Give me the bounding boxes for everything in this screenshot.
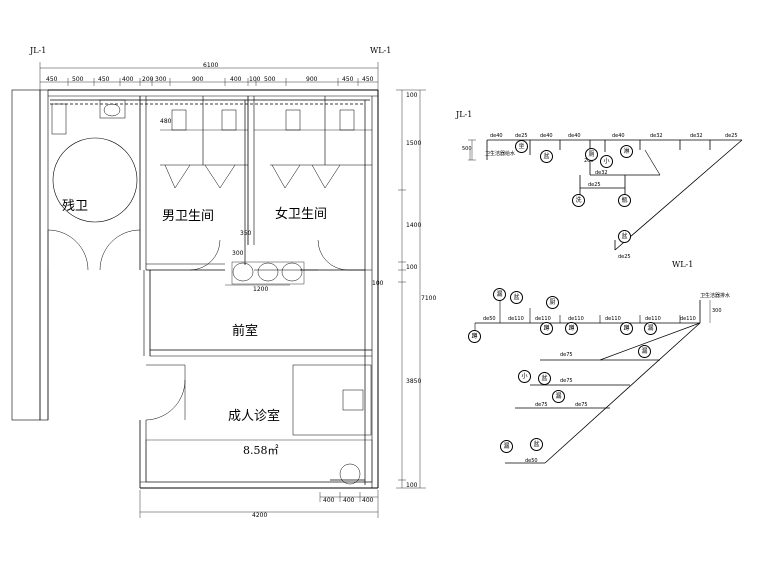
axo-wl-note: 卫生洁器排水 — [700, 293, 731, 299]
axo-jl-pipe-8: de25 — [725, 133, 738, 139]
dim-bottom-1: 400 — [323, 497, 335, 504]
axo-jl-dim-500: 500 — [462, 146, 472, 152]
axo-jl-pipe-1: de40 — [490, 133, 503, 139]
dim-total-bottom: 4200 — [252, 512, 268, 519]
room-disabled-wc: 残卫 — [62, 199, 89, 214]
axo-wl-pipe-9: de75 — [560, 378, 573, 384]
axo-wl-fixture-8: 漏 — [644, 322, 657, 335]
dim-bottom-3: 400 — [362, 497, 374, 504]
axo-jl-pipe-9: de32 — [595, 170, 608, 176]
dim-top-3: 450 — [98, 76, 110, 83]
room-mens-wc: 男卫生间 — [162, 209, 215, 224]
axo-wl-fixture-4: 蹲 — [468, 330, 481, 343]
dim-top-7: 900 — [192, 76, 204, 83]
dim-right-small-3: 100 — [406, 482, 418, 489]
plan-tag-jl: JL-1 — [30, 46, 47, 55]
plan-pipes — [50, 99, 370, 485]
axo-wl-fixture-5: 蹲 — [540, 322, 553, 335]
axo-wl-fixture-7: 蹲 — [620, 322, 633, 335]
axo-jl-pipe-7: de32 — [690, 133, 703, 139]
dim-right-5: 3850 — [406, 378, 422, 385]
axo-wl-fixture-9: 漏 — [638, 345, 651, 358]
axo-wl-fixture-13: 漏 — [500, 440, 513, 453]
dim-right-1: 1500 — [406, 140, 422, 147]
room-anteroom: 前室 — [232, 324, 259, 339]
axo-wl-pipe-4: de110 — [568, 316, 584, 322]
dim-right-3: 100 — [406, 264, 418, 271]
axo-wl-fixture-3: 厨 — [546, 296, 559, 309]
dim-right-small-2: 100 — [372, 280, 384, 287]
axo-jl-pipe-10: de25 — [588, 182, 601, 188]
axo-wl-pipe-1: de50 — [483, 316, 496, 322]
dim-480: 480 — [160, 118, 172, 125]
axo-wl-pipe-2: de110 — [508, 316, 524, 322]
dim-total-top: 6100 — [203, 62, 219, 69]
plan-dim-right — [396, 89, 426, 489]
dim-top-8: 400 — [230, 76, 242, 83]
dim-bottom-2: 400 — [343, 497, 355, 504]
axo-wl-fixture-10: 小 — [518, 370, 531, 383]
axo-wl-pipe-12: de50 — [525, 458, 538, 464]
axo-jl-pipe-6: de32 — [650, 133, 663, 139]
axo-wl-pipe-7: de110 — [680, 316, 696, 322]
axo-jl-dim-200: 200 — [584, 158, 594, 164]
axo-jl-fixture-1: 坐 — [515, 140, 528, 153]
axo-wl-pipe-8: de75 — [560, 352, 573, 358]
axo-jl-fixture-2: 盆 — [540, 150, 553, 163]
axo-wl-fixture-12: 漏 — [552, 390, 565, 403]
dim-top-1: 450 — [46, 76, 58, 83]
dim-top-12: 450 — [342, 76, 354, 83]
dim-top-13: 450 — [362, 76, 374, 83]
axo-wl-pipe-5: de110 — [605, 316, 621, 322]
axo-wl-fixture-11: 盆 — [538, 372, 551, 385]
dim-top-2: 500 — [72, 76, 84, 83]
axo-jl-lines — [468, 139, 743, 251]
room-area: 8.58㎡ — [243, 444, 279, 457]
plan-dim-bottom — [139, 284, 379, 518]
axo-wl-fixture-1: 漏 — [493, 288, 506, 301]
plan-tag-wl: WL-1 — [370, 46, 392, 55]
dim-300: 300 — [232, 250, 244, 257]
axo-jl-fixture-3: 厕 — [585, 148, 598, 161]
dim-top-11: 900 — [306, 76, 318, 83]
axo-jl-pipe-5: de40 — [612, 133, 625, 139]
room-adult-clinic: 成人诊室 — [228, 409, 281, 424]
dim-right-small-1: 100 — [406, 92, 418, 99]
axo-jl-tag: JL-1 — [456, 110, 473, 119]
dim-top-9: 100 — [249, 76, 261, 83]
axo-wl-fixture-14: 盆 — [530, 438, 543, 451]
dim-top-6: 300 — [155, 76, 167, 83]
axo-jl-fixture-8: 盆 — [618, 230, 631, 243]
axo-wl-lines — [474, 300, 711, 464]
axo-wl-pipe-10: de75 — [535, 402, 548, 408]
axo-jl-pipe-2: de25 — [515, 133, 528, 139]
axo-wl-fixture-6: 蹲 — [565, 322, 578, 335]
axo-wl-pipe-6: de110 — [645, 316, 661, 322]
plan-dim-top — [39, 62, 379, 90]
dim-top-10: 500 — [264, 76, 276, 83]
axo-jl-fixture-4: 小 — [600, 155, 613, 168]
axo-jl-fixture-6: 洗 — [572, 194, 585, 207]
axo-jl-pipe-3: de40 — [540, 133, 553, 139]
axo-jl-fixture-7: 瓶 — [618, 194, 631, 207]
room-womens-wc: 女卫生间 — [275, 207, 328, 222]
dim-top-5: 200 — [142, 76, 154, 83]
axo-wl-fixture-2: 盆 — [510, 291, 523, 304]
dim-right-4: 7100 — [421, 295, 437, 302]
axo-jl-pipe-4: de40 — [568, 133, 581, 139]
axo-wl-dim-300: 300 — [712, 308, 722, 314]
axo-wl-pipe-11: de75 — [575, 402, 588, 408]
axo-wl-pipe-3: de110 — [535, 316, 551, 322]
dim-right-2: 1400 — [406, 222, 422, 229]
axo-wl-tag: WL-1 — [672, 260, 694, 269]
axo-jl-fixture-5: 淋 — [620, 145, 633, 158]
axo-jl-note: 卫生洁器给水 — [485, 151, 516, 157]
plan-walls — [11, 89, 379, 489]
axo-jl-pipe-11: de25 — [618, 254, 631, 260]
dim-top-4: 400 — [122, 76, 134, 83]
dim-350: 350 — [240, 230, 252, 237]
dim-1200: 1200 — [253, 286, 269, 293]
